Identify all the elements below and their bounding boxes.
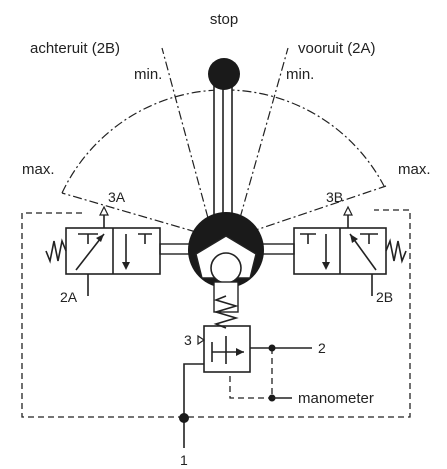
lever-knob xyxy=(208,58,240,90)
valve-left-spring xyxy=(45,238,67,264)
junction-supply xyxy=(179,413,189,423)
ray-reverse-min xyxy=(161,47,209,219)
pressure-regulator xyxy=(183,325,312,448)
label-port-2a: 2A xyxy=(60,289,78,305)
ray-forward-min xyxy=(239,47,289,219)
label-port-2b: 2B xyxy=(376,289,393,305)
pressure-spring xyxy=(213,295,239,329)
label-max-left: max. xyxy=(22,161,55,178)
label-port-3a: 3A xyxy=(108,189,126,205)
label-port-1: 1 xyxy=(180,452,188,468)
valve-right xyxy=(293,205,407,296)
regulator-block xyxy=(203,325,251,373)
plunger xyxy=(213,281,239,313)
label-port-3b: 3B xyxy=(326,189,343,205)
valve-left xyxy=(45,205,161,296)
ray-forward-max xyxy=(249,185,387,233)
label-reverse: achteruit (2B) xyxy=(30,40,120,57)
cam-follower xyxy=(210,252,242,284)
ray-reverse-max xyxy=(61,192,197,233)
label-manometer: manometer xyxy=(298,390,374,407)
label-min-left: min. xyxy=(134,66,162,83)
label-port-3: 3 xyxy=(184,332,192,348)
drain-line xyxy=(21,209,411,418)
junction-port-2 xyxy=(268,344,276,352)
label-forward: vooruit (2A) xyxy=(298,40,376,57)
label-min-right: min. xyxy=(286,66,314,83)
label-port-2: 2 xyxy=(318,340,326,356)
gauge-line xyxy=(229,376,272,399)
label-max-right: max. xyxy=(398,161,431,178)
label-stop: stop xyxy=(210,11,238,28)
valve-right-spring xyxy=(385,238,407,264)
